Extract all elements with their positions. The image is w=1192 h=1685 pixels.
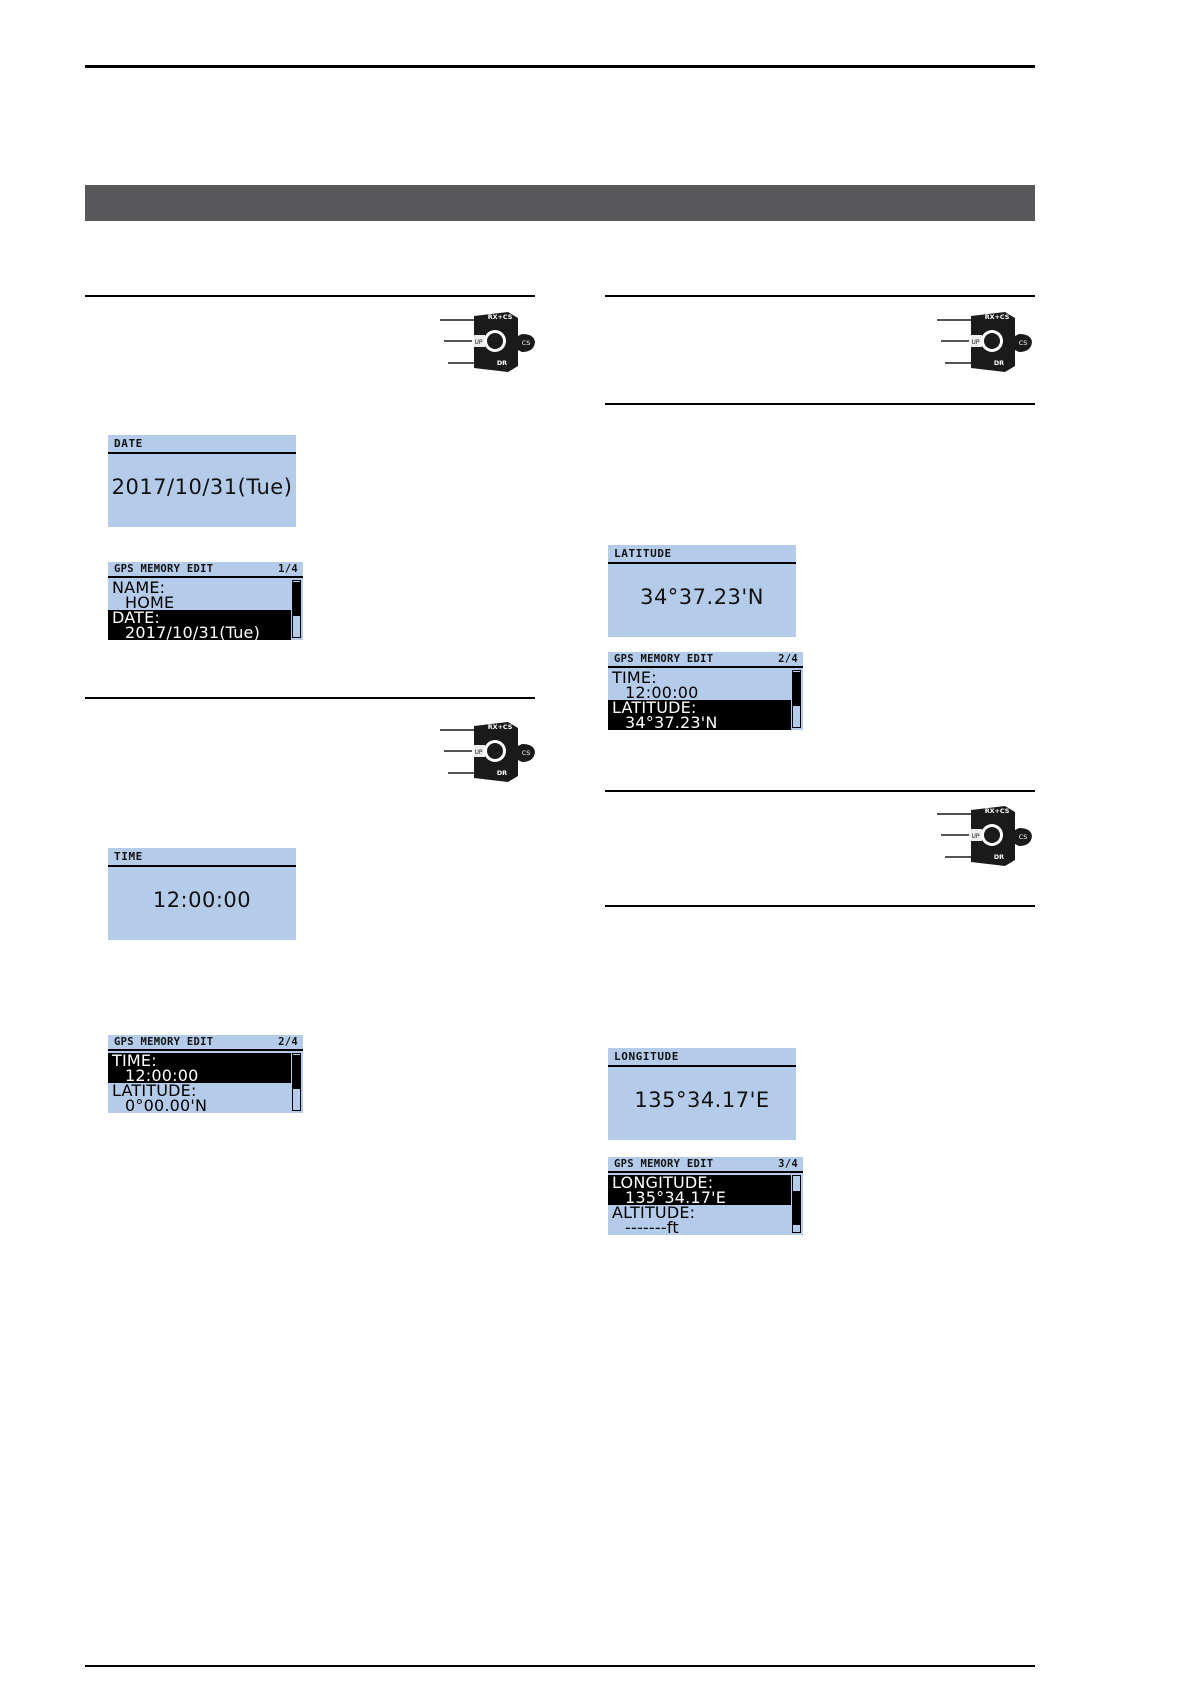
gps-memory-edit-1-display: GPS MEMORY EDIT 1/4 NAME: HOME DATE: 201… (108, 562, 303, 640)
row-value: 12:00:00 (125, 1066, 199, 1085)
gps-memory-edit-2-right-title: GPS MEMORY EDIT (614, 653, 714, 665)
right-section-rule-3 (605, 790, 1035, 792)
left-section-rule-2 (85, 697, 535, 699)
keypad-label-rxcs: RX+CS (985, 807, 1010, 815)
keypad-label-dr: DR (994, 359, 1004, 367)
time-popup-title: TIME (108, 848, 296, 867)
row-label: LONGITUDE: (612, 1175, 714, 1192)
keypad-label-rxcs: RX+CS (985, 313, 1010, 321)
row-value: 12:00:00 (625, 683, 699, 702)
list-item[interactable]: ALTITUDE: -------ft (608, 1203, 791, 1236)
keypad-label-up: UP (474, 749, 482, 756)
date-popup-title: DATE (108, 435, 296, 454)
latitude-popup-display: LATITUDE 34°37.23'N (608, 545, 796, 637)
time-popup-value: 12:00:00 (152, 888, 252, 912)
row-value: 0°00.00'N (125, 1096, 208, 1114)
keypad-label-cs: CS (522, 749, 531, 757)
row-label: ALTITUDE: (612, 1203, 696, 1222)
keypad-label-dr: DR (497, 769, 507, 777)
keypad-label-up: UP (971, 339, 979, 346)
gps-memory-edit-2-right-page: 2/4 (778, 653, 798, 665)
keypad-label-rxcs: RX+CS (488, 723, 513, 731)
left-section-rule-1 (85, 295, 535, 297)
row-value: 2017/10/31(Tue) (125, 623, 261, 641)
gps-memory-edit-2-left-title: GPS MEMORY EDIT (114, 1036, 214, 1048)
gps-memory-edit-2-right-header: GPS MEMORY EDIT 2/4 (608, 652, 803, 668)
right-section-rule-4 (605, 905, 1035, 907)
row-label: DATE: (112, 608, 161, 627)
keypad-graphic: UP RX+CS DR CS (937, 806, 1032, 866)
row-label: NAME: (112, 580, 166, 597)
gps-memory-edit-1-title: GPS MEMORY EDIT (114, 563, 214, 575)
list-item[interactable]: LATITUDE: 0°00.00'N (108, 1081, 291, 1114)
header-rule (85, 65, 1035, 68)
row-label: TIME: (112, 1053, 157, 1070)
gps-memory-edit-2-right-rows: TIME: 12:00:00 LATITUDE: 34°37.23'N (608, 670, 791, 730)
keypad-label-up: UP (474, 339, 482, 346)
keypad-label-dr: DR (994, 853, 1004, 861)
gps-memory-edit-1-page: 1/4 (278, 563, 298, 575)
list-item-selected[interactable]: DATE: 2017/10/31(Tue) (108, 610, 291, 640)
keypad-illustration-3: UP RX+CS DR CS (935, 308, 1035, 374)
right-section-rule-1 (605, 295, 1035, 297)
scrollbar-thumb[interactable] (293, 582, 300, 616)
gps-memory-edit-3-display: GPS MEMORY EDIT 3/4 LONGITUDE: 135°34.17… (608, 1157, 803, 1235)
time-popup-display: TIME 12:00:00 (108, 848, 296, 940)
row-value: -------ft (625, 1218, 679, 1236)
scrollbar-thumb[interactable] (793, 1191, 800, 1225)
gps-memory-edit-1-header: GPS MEMORY EDIT 1/4 (108, 562, 303, 578)
longitude-popup-value: 135°34.17'E (634, 1088, 770, 1112)
latitude-popup-title: LATITUDE (608, 545, 796, 564)
gps-memory-edit-2-left-header: GPS MEMORY EDIT 2/4 (108, 1035, 303, 1051)
keypad-graphic: UP RX+CS DR CS (440, 312, 535, 372)
list-item[interactable]: NAME: HOME (108, 580, 291, 612)
gps-memory-edit-2-right-display: GPS MEMORY EDIT 2/4 TIME: 12:00:00 LATIT… (608, 652, 803, 730)
gps-memory-edit-3-page: 3/4 (778, 1158, 798, 1170)
keypad-graphic: UP RX+CS DR CS (937, 312, 1032, 372)
list-item[interactable]: TIME: 12:00:00 (608, 670, 791, 702)
date-popup-display: DATE 2017/10/31(Tue) (108, 435, 296, 527)
keypad-label-cs: CS (1019, 339, 1028, 347)
keypad-label-up: UP (971, 833, 979, 840)
row-value: 135°34.17'E (625, 1188, 727, 1207)
scrollbar-thumb[interactable] (793, 672, 800, 706)
row-value: HOME (125, 593, 175, 612)
keypad-graphic: UP RX+CS DR CS (440, 722, 535, 782)
gps-memory-edit-2-left-display: GPS MEMORY EDIT 2/4 TIME: 12:00:00 LATIT… (108, 1035, 303, 1113)
longitude-popup-display: LONGITUDE 135°34.17'E (608, 1048, 796, 1140)
keypad-label-dr: DR (497, 359, 507, 367)
row-label: LATITUDE: (112, 1081, 197, 1100)
keypad-label-cs: CS (522, 339, 531, 347)
keypad-illustration-4: UP RX+CS DR CS (935, 802, 1035, 868)
keypad-illustration-2: UP RX+CS DR CS (438, 718, 538, 784)
gps-memory-edit-3-header: GPS MEMORY EDIT 3/4 (608, 1157, 803, 1173)
footer-rule (85, 1665, 1035, 1667)
gps-memory-edit-1-rows: NAME: HOME DATE: 2017/10/31(Tue) (108, 580, 291, 640)
section-banner (85, 185, 1035, 221)
row-label: LATITUDE: (612, 698, 697, 717)
list-item-selected[interactable]: TIME: 12:00:00 (108, 1053, 291, 1085)
date-popup-value: 2017/10/31(Tue) (111, 475, 293, 499)
list-item-selected[interactable]: LATITUDE: 34°37.23'N (608, 700, 791, 730)
gps-memory-edit-3-title: GPS MEMORY EDIT (614, 1158, 714, 1170)
latitude-popup-value: 34°37.23'N (640, 585, 764, 609)
gps-memory-edit-2-left-rows: TIME: 12:00:00 LATITUDE: 0°00.00'N (108, 1053, 291, 1113)
row-value: 34°37.23'N (625, 713, 718, 731)
gps-memory-edit-2-left-page: 2/4 (278, 1036, 298, 1048)
keypad-label-rxcs: RX+CS (488, 313, 513, 321)
keypad-illustration-1: UP RX+CS DR CS (438, 308, 538, 374)
scrollbar-thumb[interactable] (293, 1055, 300, 1089)
keypad-label-cs: CS (1019, 833, 1028, 841)
longitude-popup-title: LONGITUDE (608, 1048, 796, 1067)
list-item-selected[interactable]: LONGITUDE: 135°34.17'E (608, 1175, 791, 1207)
right-section-rule-2 (605, 403, 1035, 405)
row-label: TIME: (612, 670, 657, 687)
gps-memory-edit-3-rows: LONGITUDE: 135°34.17'E ALTITUDE: -------… (608, 1175, 791, 1235)
